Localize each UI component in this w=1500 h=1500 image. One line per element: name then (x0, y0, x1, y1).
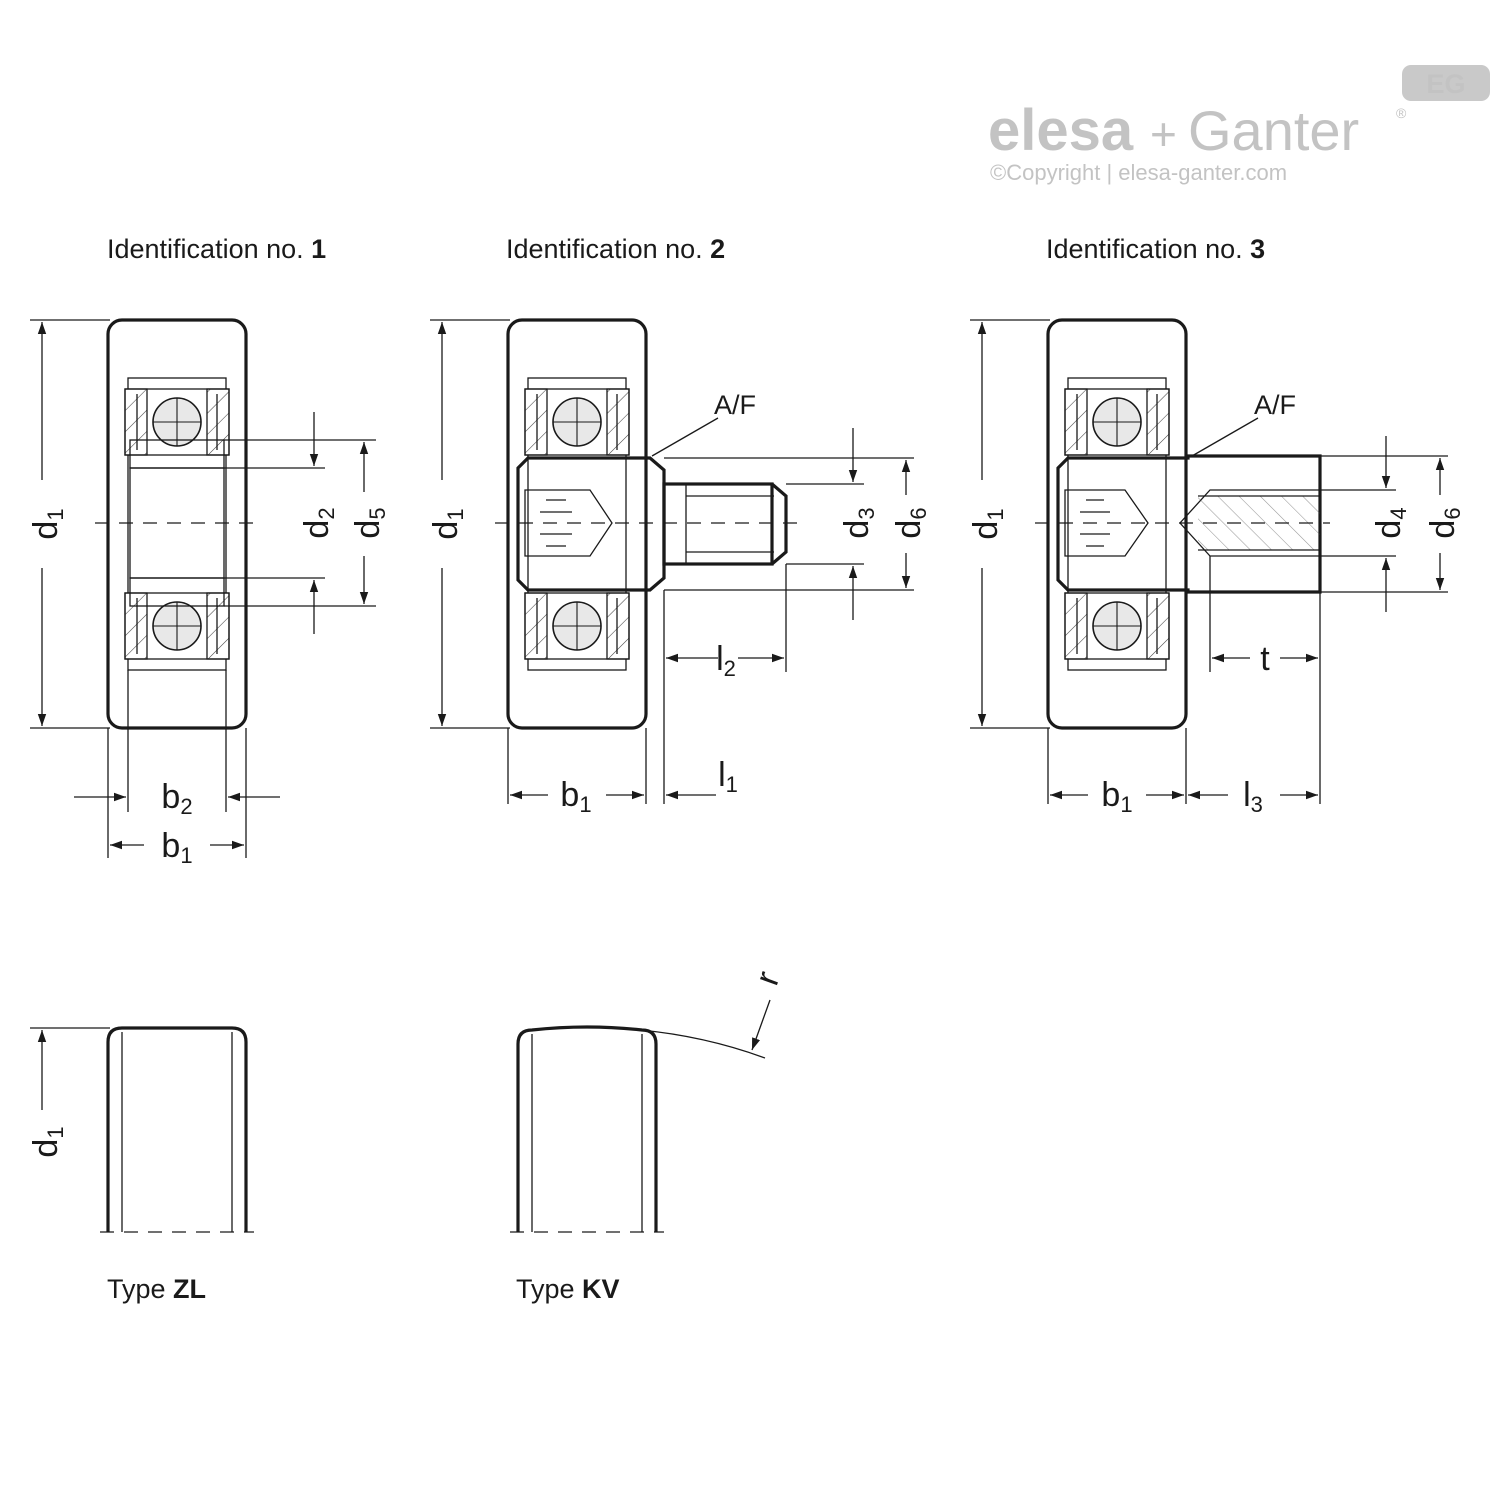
hex-socket-3 (1064, 489, 1149, 557)
dim-b1-label-1: b1 (161, 827, 192, 868)
wheel-tread-1 (106, 318, 248, 730)
af-leader-2 (651, 417, 719, 457)
dim-r-arrow-kv (751, 999, 771, 1051)
axle-head-2 (516, 456, 666, 592)
stud-chamfer-2 (770, 482, 788, 566)
type-kv-drawing: r Type KV (510, 966, 787, 1304)
dim-b2-label-1: b2 (161, 778, 192, 819)
view-2-title: Identification no. 2 (506, 234, 725, 264)
dim-d1-label-3: d1 (967, 508, 1008, 539)
dim-d1-label-zl: d1 (27, 1126, 68, 1157)
profile-zl (106, 1026, 248, 1232)
dim-d2-label-1: d2 (298, 507, 339, 538)
wheel-tread-3 (1046, 318, 1188, 730)
view-2-drawing: A/F d1 d3 d6 l2 l1 b1 (427, 318, 931, 817)
brand-trademark: ® (1396, 105, 1407, 121)
socket-detail-2 (540, 499, 572, 547)
dim-af-label-3: A/F (1254, 390, 1296, 420)
view-3-drawing: A/F d1 d4 d6 t b1 l3 (967, 318, 1465, 817)
bearing-bottom-2 (524, 592, 630, 660)
bearing-bottom-1 (124, 592, 230, 660)
wheel-tread-2 (506, 318, 648, 730)
hex-socket-2 (524, 489, 613, 557)
bearing-top-3 (1064, 388, 1170, 456)
dim-b1-label-2: b1 (560, 776, 591, 817)
brand-badge: EG (1426, 69, 1465, 99)
dim-r-label-kv: r (748, 966, 788, 990)
brand-copyright: ©Copyright | elesa-ganter.com (990, 160, 1287, 185)
dim-l2-label-2: l2 (716, 640, 736, 681)
view-1-drawing: d1 d2 d5 b2 b1 (27, 318, 390, 868)
brand-logo: EG elesa + Ganter ® ©Copyright | elesa-g… (988, 65, 1490, 185)
type-kv-label: Type KV (516, 1274, 620, 1304)
threaded-stud-2 (662, 482, 774, 566)
af-leader-3 (1191, 417, 1259, 457)
dim-l1-label-2: l1 (718, 756, 738, 797)
bearing-bottom-3 (1064, 592, 1170, 660)
dim-d1-label-2: d1 (427, 508, 468, 539)
dim-l3-label-3: l3 (1243, 776, 1263, 817)
bearing-top-1 (124, 388, 230, 456)
type-zl-label: Type ZL (107, 1274, 206, 1304)
type-zl-drawing: d1 Type ZL (27, 1026, 254, 1304)
brand-name-left: elesa (988, 98, 1134, 163)
brand-plus: + (1150, 108, 1177, 160)
dim-d4-label-3: d4 (1370, 507, 1411, 538)
view-3-title: Identification no. 3 (1046, 234, 1265, 264)
dim-b1-label-3: b1 (1101, 776, 1132, 817)
brand-name-right: Ganter (1188, 99, 1359, 162)
socket-detail-3 (1080, 499, 1110, 547)
dim-t-label-3: t (1260, 640, 1270, 678)
dim-d3-label-2: d3 (838, 507, 879, 538)
view-1-title: Identification no. 1 (107, 234, 326, 264)
dim-af-label-2: A/F (714, 390, 756, 420)
bearing-top-2 (524, 388, 630, 456)
dim-d5-label-1: d5 (349, 507, 390, 538)
bearing-seat-1 (127, 377, 227, 671)
profile-kv (516, 1025, 658, 1232)
radius-arc-kv (639, 1029, 766, 1059)
dim-d6-label-2: d6 (890, 507, 931, 538)
bearing-seat-3 (1067, 377, 1167, 671)
dim-d1-label-1: d1 (27, 508, 68, 539)
bearing-seat-2 (527, 377, 627, 671)
dim-d6-label-3: d6 (1424, 507, 1465, 538)
brand-badge-shape (1402, 65, 1490, 101)
